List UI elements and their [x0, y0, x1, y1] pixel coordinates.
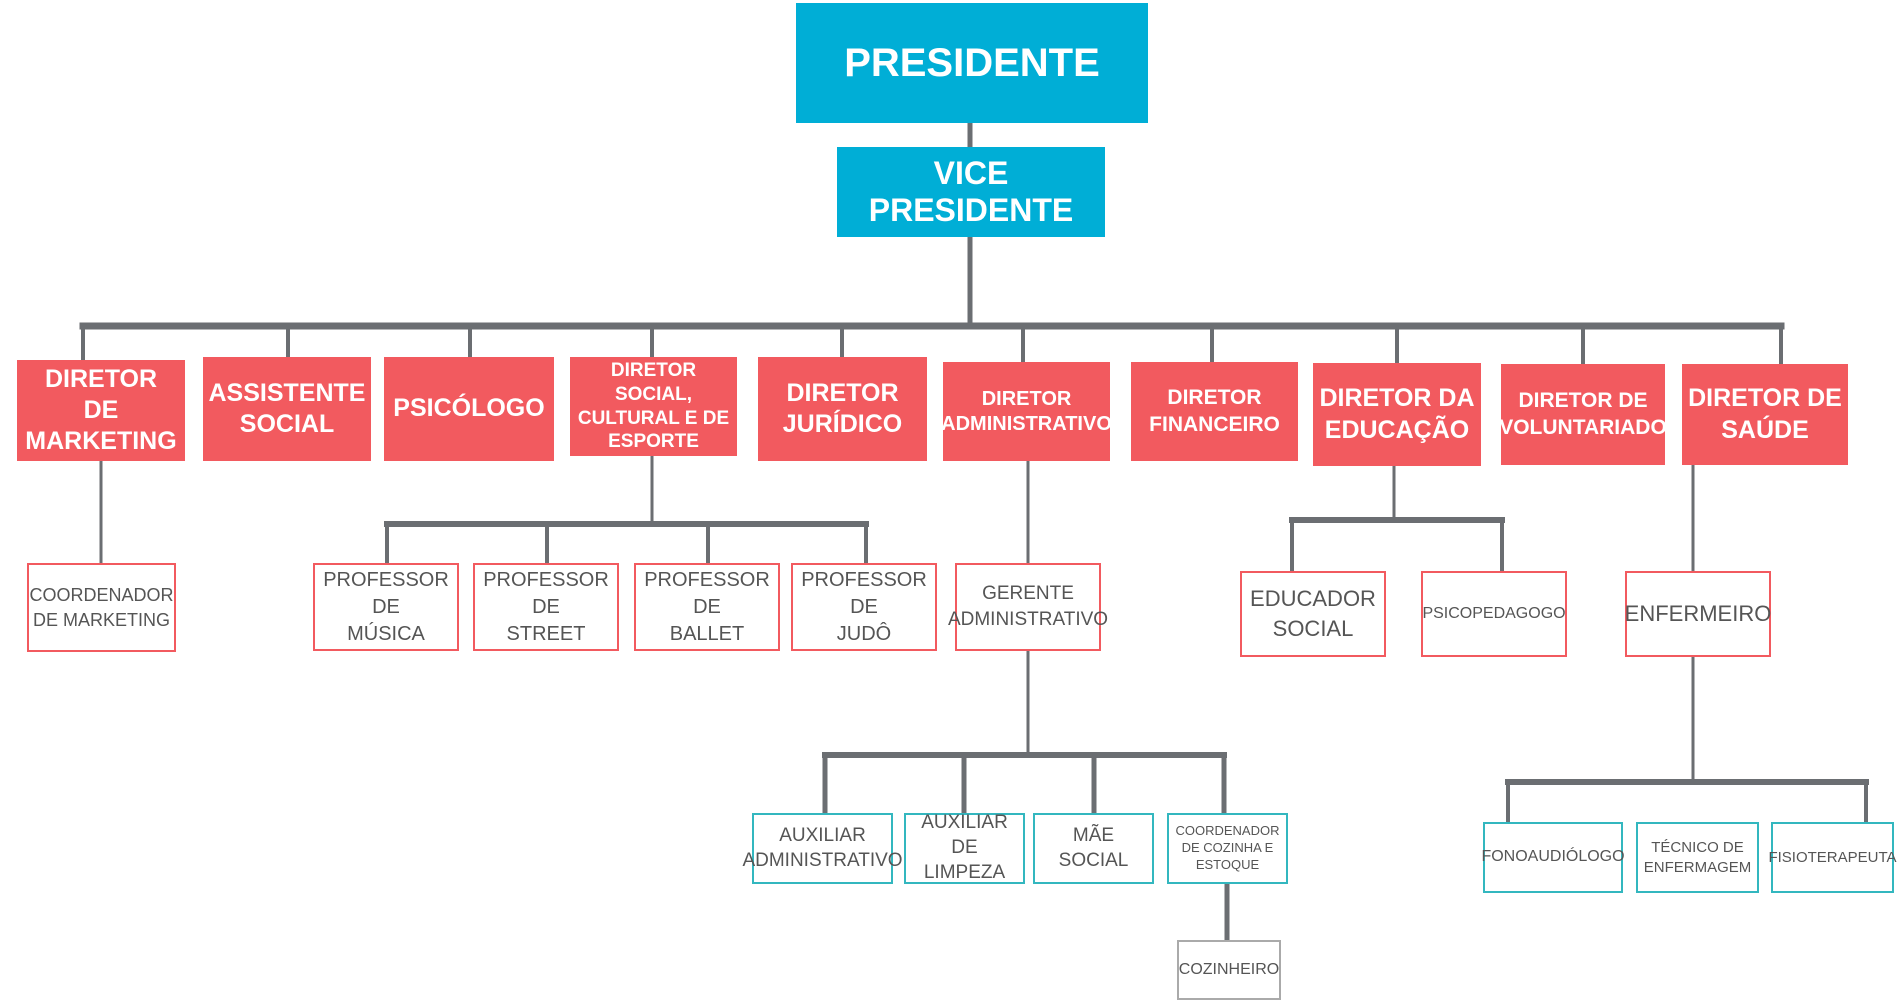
node-diretor-social: DIRETOR SOCIAL, CULTURAL E DE ESPORTE: [570, 357, 737, 456]
node-diretor-financeiro: DIRETOR FINANCEIRO: [1131, 362, 1298, 461]
node-diretor-juridico: DIRETOR JURÍDICO: [758, 357, 927, 461]
node-professor-street: PROFESSOR DE STREET: [473, 563, 619, 651]
node-presidente: PRESIDENTE: [796, 3, 1148, 123]
node-educador-social: EDUCADOR SOCIAL: [1240, 571, 1386, 657]
node-psicologo: PSICÓLOGO: [384, 357, 554, 461]
node-professor-judo: PROFESSOR DE JUDÔ: [791, 563, 937, 651]
node-assistente-social: ASSISTENTE SOCIAL: [203, 357, 371, 461]
node-auxiliar-administrativo: AUXILIAR ADMINISTRATIVO: [742, 813, 903, 884]
node-fisioterapeuta: FISIOTERAPEUTA: [1768, 822, 1897, 893]
node-diretor-administrativo: DIRETOR ADMINISTRATIVO: [941, 362, 1112, 461]
node-diretor-marketing: DIRETOR DE MARKETING: [17, 360, 185, 461]
node-cozinheiro: COZINHEIRO: [1177, 940, 1281, 1000]
node-mae-social: MÃE SOCIAL: [1033, 813, 1154, 884]
node-enfermeiro: ENFERMEIRO: [1625, 571, 1771, 657]
node-coordenador-marketing: COORDENADOR DE MARKETING: [27, 563, 176, 652]
node-vice-presidente: VICE PRESIDENTE: [837, 147, 1105, 237]
node-gerente-administrativo: GERENTE ADMINISTRATIVO: [948, 563, 1108, 651]
node-coordenador-cozinha: COORDENADOR DE COZINHA E ESTOQUE: [1167, 813, 1288, 884]
node-auxiliar-limpeza: AUXILIAR DE LIMPEZA: [904, 812, 1025, 884]
node-diretor-saude: DIRETOR DE SAÚDE: [1682, 364, 1848, 465]
node-fonoaudiologo: FONOAUDIÓLOGO: [1481, 822, 1625, 893]
node-psicopedagogo: PSICOPEDAGOGO: [1421, 571, 1567, 657]
node-tecnico-enfermagem: TÉCNICO DE ENFERMAGEM: [1636, 822, 1759, 893]
node-professor-ballet: PROFESSOR DE BALLET: [634, 563, 780, 651]
node-diretor-voluntariado: DIRETOR DE VOLUNTARIADO: [1499, 364, 1667, 465]
node-diretor-educacao: DIRETOR DA EDUCAÇÃO: [1313, 363, 1481, 466]
node-professor-musica: PROFESSOR DE MÚSICA: [313, 563, 459, 651]
